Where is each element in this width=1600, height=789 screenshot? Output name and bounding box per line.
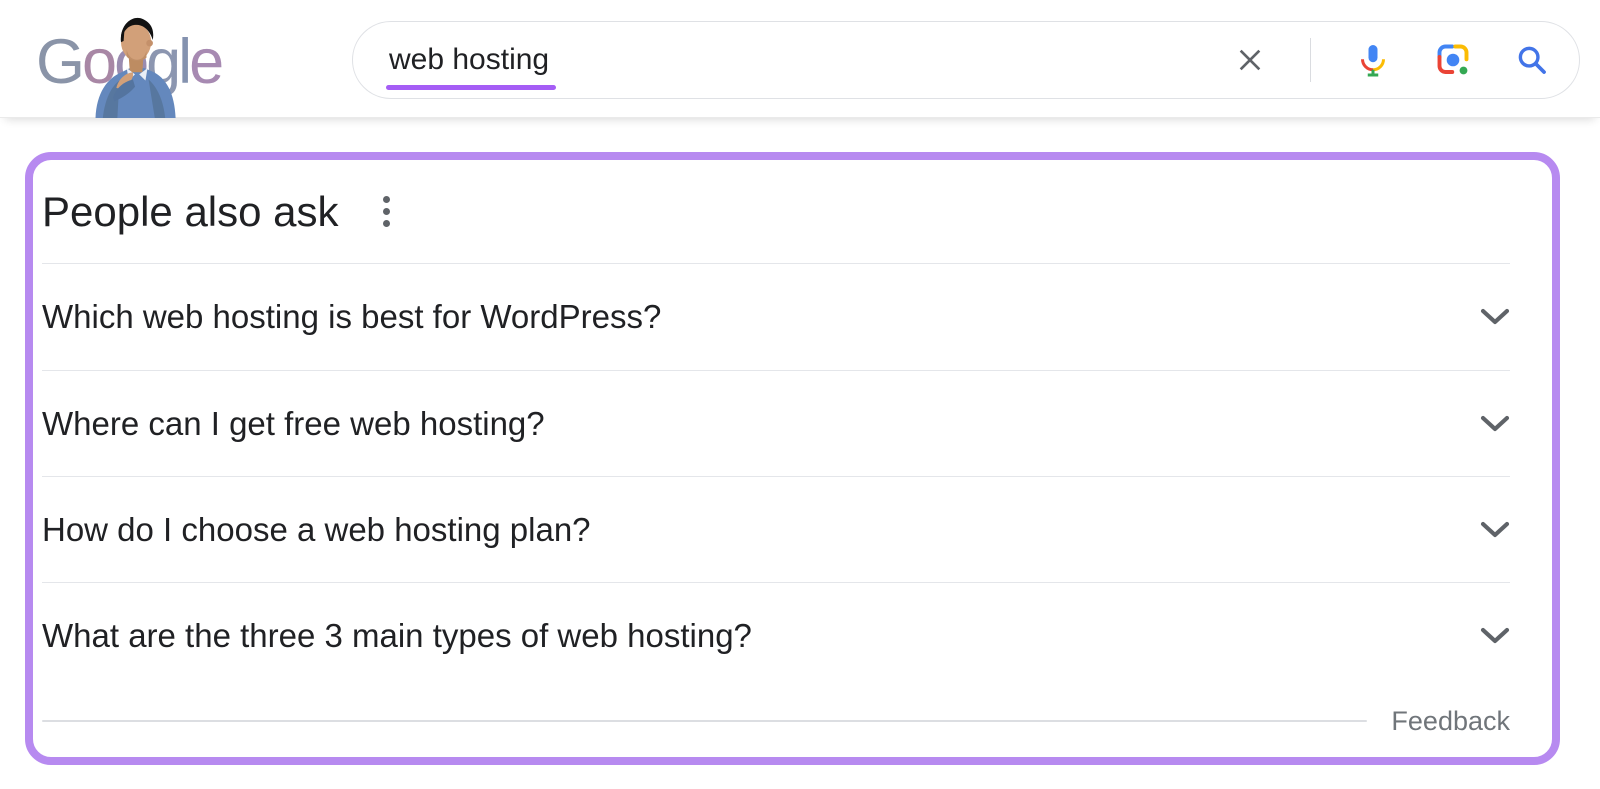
- google-wordmark: Google: [36, 27, 224, 97]
- feedback-divider: [42, 720, 1368, 722]
- feedback-link[interactable]: Feedback: [1391, 705, 1510, 736]
- lens-icon[interactable]: [1435, 42, 1471, 78]
- chevron-down-icon: [1480, 521, 1510, 539]
- search-icon[interactable]: [1515, 43, 1549, 77]
- kebab-menu-icon[interactable]: [377, 190, 396, 233]
- chevron-down-icon: [1480, 415, 1510, 433]
- search-header: Google web hosting: [0, 0, 1600, 118]
- feedback-row: Feedback: [42, 690, 1510, 752]
- paa-question[interactable]: How do I choose a web hosting plan?: [42, 476, 1510, 582]
- search-bar[interactable]: web hosting: [352, 21, 1580, 99]
- paa-question-list: Which web hosting is best for WordPress?…: [42, 264, 1510, 688]
- paa-question[interactable]: Where can I get free web hosting?: [42, 370, 1510, 476]
- paa-question-text: Where can I get free web hosting?: [42, 404, 545, 442]
- doodle-person-illustration: [95, 17, 176, 118]
- search-query-text[interactable]: web hosting: [385, 43, 557, 90]
- paa-question-text: What are the three 3 main types of web h…: [42, 616, 752, 654]
- paa-title: People also ask: [42, 187, 339, 235]
- google-doodle-logo[interactable]: Google: [36, 12, 252, 118]
- chevron-down-icon: [1480, 627, 1510, 645]
- search-input[interactable]: web hosting: [353, 22, 1234, 98]
- paa-question-text: How do I choose a web hosting plan?: [42, 510, 591, 548]
- paa-question-text: Which web hosting is best for WordPress?: [42, 298, 662, 335]
- paa-question[interactable]: What are the three 3 main types of web h…: [42, 582, 1510, 688]
- paa-header-row: People also ask: [42, 160, 1510, 264]
- chevron-down-icon: [1480, 308, 1510, 326]
- search-bar-divider: [1310, 38, 1311, 82]
- clear-icon[interactable]: [1234, 44, 1266, 76]
- paa-question[interactable]: Which web hosting is best for WordPress?: [42, 264, 1510, 370]
- microphone-icon[interactable]: [1355, 42, 1391, 78]
- people-also-ask-box: People also ask Which web hosting is bes…: [25, 152, 1560, 765]
